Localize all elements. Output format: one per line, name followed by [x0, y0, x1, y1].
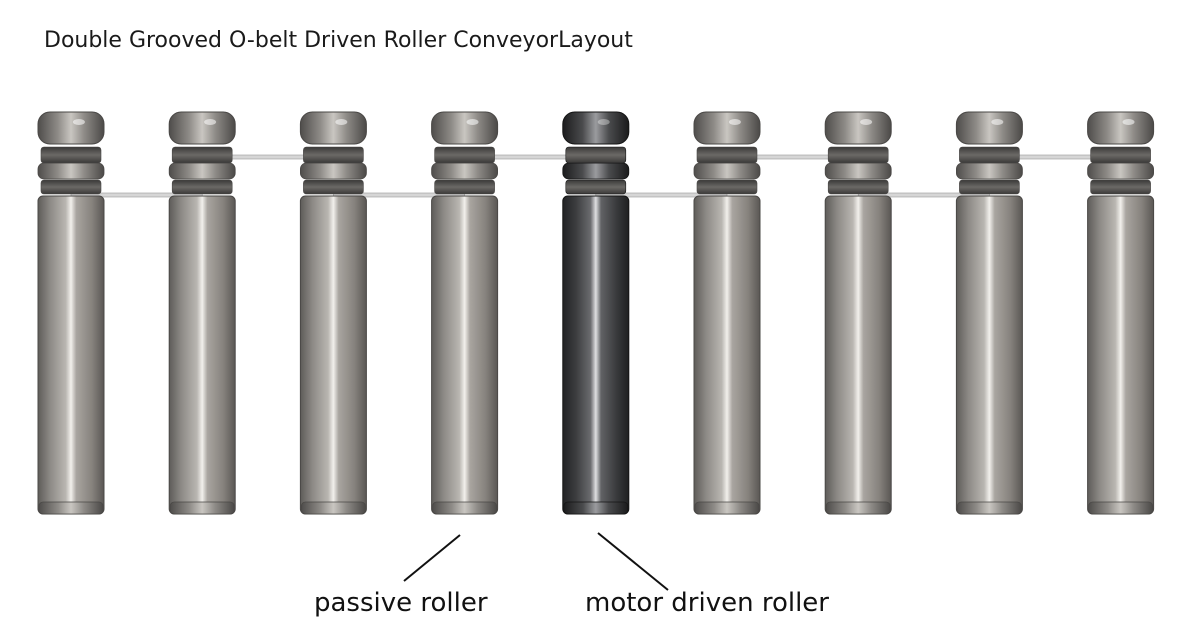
roller-ring	[37, 162, 105, 180]
roller-groove	[434, 146, 495, 164]
roller-groove	[434, 179, 495, 195]
diagram-title: Double Grooved O-belt Driven Roller Conv…	[44, 28, 633, 53]
roller-ring	[431, 162, 499, 180]
roller-body	[824, 195, 892, 515]
roller-ring	[693, 162, 761, 180]
roller-body	[562, 195, 630, 515]
roller-groove	[827, 179, 889, 195]
roller-groove	[171, 179, 233, 195]
passive-roller	[1087, 111, 1155, 515]
roller-body	[1087, 195, 1155, 515]
roller-top-cap	[37, 111, 105, 145]
roller-ring	[299, 162, 367, 180]
roller-body	[168, 195, 236, 515]
roller-cap-highlight	[597, 119, 610, 125]
o-belt	[595, 192, 728, 198]
roller-body	[299, 195, 367, 515]
roller-groove	[959, 179, 1020, 195]
roller-groove	[40, 179, 102, 195]
passive-roller	[824, 111, 892, 515]
o-belt	[70, 192, 203, 198]
passive-roller	[168, 111, 236, 515]
roller-bottom-cap	[1088, 501, 1153, 515]
roller-top-cap	[693, 111, 761, 145]
roller-top-cap	[824, 111, 892, 145]
roller-bottom-cap	[825, 501, 891, 515]
roller-cap-highlight	[204, 119, 217, 125]
passive-roller	[299, 111, 367, 515]
roller-top-cap	[168, 111, 236, 145]
roller-body	[37, 195, 105, 515]
roller-cap-highlight	[860, 119, 873, 125]
roller-groove	[303, 179, 364, 195]
roller-cap-highlight	[72, 119, 85, 125]
leader-line-passive	[403, 534, 461, 582]
roller-top-cap	[562, 111, 630, 145]
roller-body	[955, 195, 1023, 515]
roller-groove	[959, 146, 1020, 164]
roller-top-cap	[431, 111, 499, 145]
roller-bottom-cap	[432, 501, 498, 515]
leader-line-motor	[597, 532, 669, 591]
roller-cap-highlight	[728, 119, 741, 125]
roller-top-cap	[299, 111, 367, 145]
roller-groove	[171, 146, 233, 164]
o-belt	[857, 192, 990, 198]
roller-cap-highlight	[466, 119, 479, 125]
roller-bottom-cap	[38, 501, 104, 515]
roller-ring	[956, 162, 1023, 180]
passive-roller	[431, 111, 499, 515]
roller-ring	[562, 162, 630, 180]
roller-bottom-cap	[694, 501, 760, 515]
roller-groove	[303, 146, 364, 164]
roller-ring	[168, 162, 236, 180]
roller-ring	[824, 162, 892, 180]
roller-cap-highlight	[991, 119, 1004, 125]
roller-groove	[565, 146, 627, 164]
passive-roller	[37, 111, 105, 515]
roller-row	[37, 111, 1155, 515]
roller-bottom-cap	[563, 501, 629, 515]
roller-body	[431, 195, 499, 515]
roller-groove	[1090, 179, 1151, 195]
roller-groove	[827, 146, 889, 164]
roller-bottom-cap	[169, 501, 235, 515]
roller-top-cap	[1087, 111, 1155, 145]
motor-driven-roller	[562, 111, 630, 515]
roller-bottom-cap	[957, 501, 1022, 515]
roller-top-cap	[955, 111, 1023, 145]
label-motor-driven-roller: motor driven roller	[585, 588, 829, 618]
label-passive-roller: passive roller	[314, 588, 488, 618]
roller-groove	[696, 179, 758, 195]
roller-bottom-cap	[300, 501, 366, 515]
roller-groove	[565, 179, 627, 195]
roller-groove	[40, 146, 102, 164]
roller-body	[693, 195, 761, 515]
roller-groove	[696, 146, 758, 164]
roller-groove	[1090, 146, 1151, 164]
passive-roller	[693, 111, 761, 515]
o-belt	[333, 192, 465, 198]
roller-ring	[1087, 162, 1154, 180]
roller-cap-highlight	[1122, 119, 1135, 125]
roller-cap-highlight	[335, 119, 348, 125]
passive-roller	[955, 111, 1023, 515]
leader-lines	[403, 532, 669, 591]
